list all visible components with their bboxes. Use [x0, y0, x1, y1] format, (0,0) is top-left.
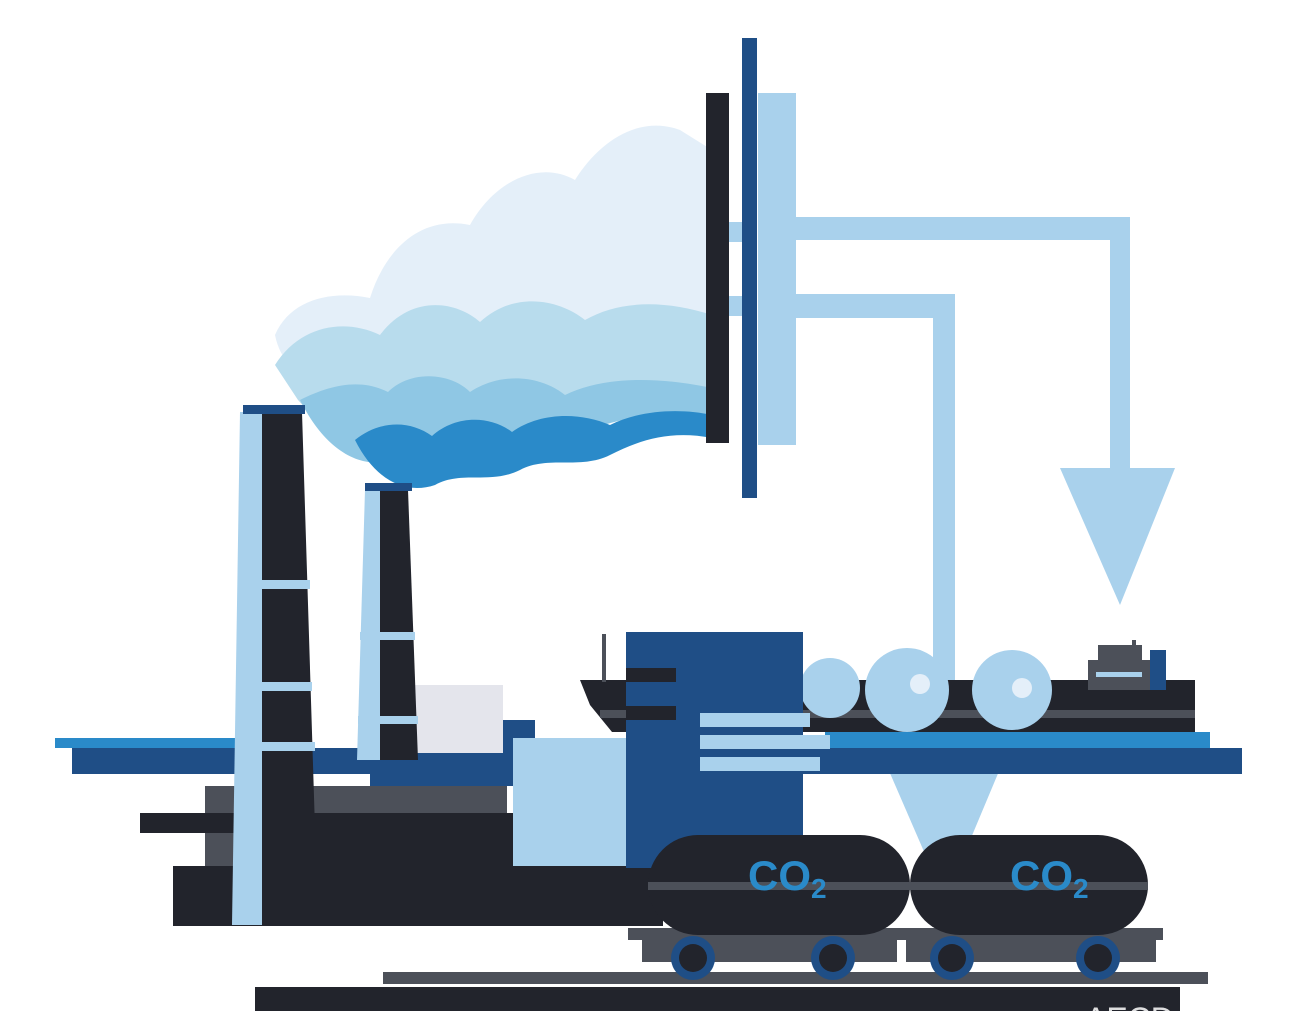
ship-bridge-top	[1098, 645, 1142, 662]
ship-funnel	[1150, 650, 1166, 690]
capture-connector-upper	[729, 222, 742, 242]
ship-tank-3	[972, 650, 1052, 730]
chimney-left-light	[232, 412, 262, 925]
tank-car-1-wheel-2-hub	[819, 944, 847, 972]
chimney-left-dark	[262, 412, 318, 925]
capture-panel-dark	[706, 93, 729, 443]
flow-arrow-to-train	[796, 294, 1002, 900]
tank-car-1-co2-label: CO2	[748, 852, 827, 904]
tank-car-1-band	[648, 882, 910, 890]
chimney-left-band-1	[240, 580, 310, 589]
tank-car-1: CO2	[642, 835, 910, 980]
watermark-logo: AECD	[1085, 1001, 1174, 1035]
ship-bow-mast	[602, 634, 606, 682]
ship-tank-highlight-3	[1012, 678, 1032, 698]
tower-pipe-1	[700, 713, 810, 727]
tank-car-2: CO2	[906, 835, 1156, 980]
chimney-right	[357, 483, 418, 760]
capture-pole-navy	[742, 38, 757, 498]
capture-panel-light	[758, 93, 796, 445]
chimney-left	[232, 405, 318, 925]
capture-connector-lower	[729, 296, 742, 316]
chimney-right-light	[357, 490, 380, 760]
ship-tank-2	[865, 648, 949, 732]
tank-car-2-band	[910, 882, 1148, 890]
ship-dock-blue	[825, 732, 1210, 748]
smoke-layer-blue	[355, 411, 712, 488]
ground-dark-mid	[313, 833, 513, 866]
rail-upper	[383, 972, 1208, 984]
factory-light-block	[513, 738, 628, 866]
ship-tank-highlight-2	[910, 674, 930, 694]
chimney-left-band-3	[235, 742, 315, 751]
tower-pipe-3	[700, 757, 820, 771]
tower-slit-1	[626, 668, 676, 682]
chimney-left-band-2	[237, 682, 312, 691]
capture-unit	[706, 38, 796, 498]
arrow-head-to-train	[886, 764, 1002, 900]
chimney-right-band-2	[358, 716, 418, 724]
chimney-right-cap	[365, 483, 412, 491]
arrow-pipe-to-ship	[796, 217, 1130, 470]
tank-car-2-co2-label: CO2	[1010, 852, 1089, 904]
rail-lower	[255, 987, 1180, 1011]
flow-arrow-to-ship	[796, 217, 1175, 605]
tank-car-2-wheel-1-hub	[938, 944, 966, 972]
ship-tank-1	[800, 658, 860, 718]
arrow-head-to-ship	[1060, 468, 1175, 605]
tower-pipe-2	[700, 735, 830, 749]
tank-car-1-wheel-1-hub	[679, 944, 707, 972]
tank-car-2-wheel-2-hub	[1084, 944, 1112, 972]
tower-slit-2	[626, 706, 676, 720]
chimney-right-dark	[380, 490, 418, 760]
chimney-left-cap	[243, 405, 305, 414]
ship-mast	[1132, 640, 1136, 662]
dock-strip-blue	[55, 738, 240, 748]
ship-bridge-windows	[1096, 672, 1142, 677]
chimney-right-band-1	[360, 632, 415, 640]
smoke-cloud	[275, 125, 712, 488]
factory-tower	[626, 632, 803, 868]
